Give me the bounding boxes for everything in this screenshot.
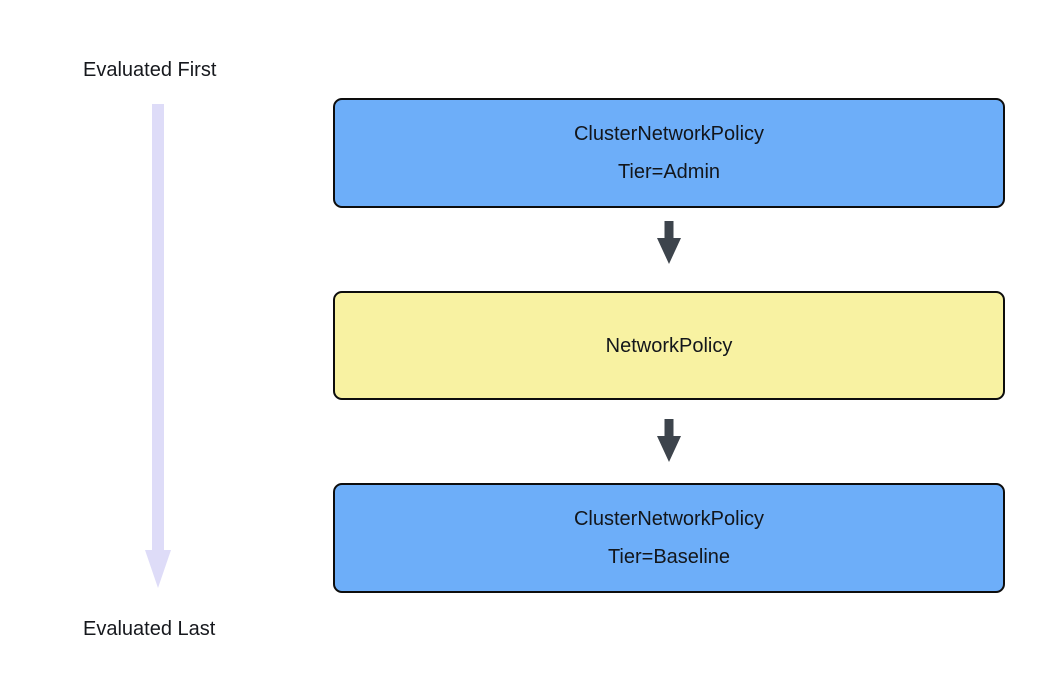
flow-down-arrow-icon (657, 419, 681, 462)
timeline-arrow-head (145, 550, 171, 588)
node-subtitle: Tier=Admin (617, 161, 721, 183)
node-title: ClusterNetworkPolicy (573, 508, 765, 530)
evaluated-first-label: Evaluated First (83, 59, 217, 81)
node-title: NetworkPolicy (605, 334, 733, 357)
node-clusternetworkpolicy-admin: ClusterNetworkPolicy Tier=Admin (333, 98, 1005, 208)
node-networkpolicy: NetworkPolicy (333, 291, 1005, 400)
flow-down-arrow-icon (657, 221, 681, 264)
node-subtitle: Tier=Baseline (607, 546, 731, 568)
node-clusternetworkpolicy-baseline: ClusterNetworkPolicy Tier=Baseline (333, 483, 1005, 593)
evaluated-last-label: Evaluated Last (83, 618, 216, 640)
timeline-arrow-stem (152, 104, 164, 554)
timeline-down-arrow-icon (145, 104, 171, 588)
node-title: ClusterNetworkPolicy (573, 123, 765, 145)
